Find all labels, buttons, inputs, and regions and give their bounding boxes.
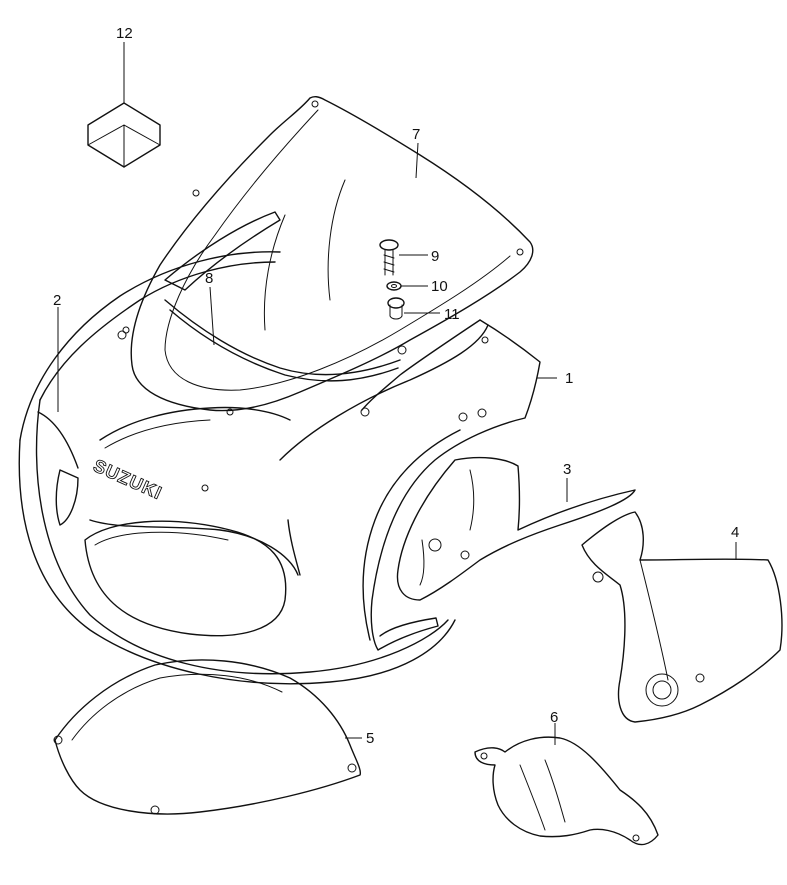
callout-11: 11 xyxy=(444,306,460,323)
callout-12: 12 xyxy=(116,25,133,42)
part-3-inner-duct xyxy=(396,456,636,601)
callout-2: 2 xyxy=(53,292,61,309)
callout-7: 7 xyxy=(412,126,420,143)
suzuki-logo-text: SUZUKI xyxy=(90,455,165,503)
callout-4: 4 xyxy=(731,524,739,541)
part-8-inner-trim xyxy=(164,211,407,382)
part-12-label-box xyxy=(87,102,161,168)
callout-9: 9 xyxy=(431,248,439,265)
part-11-grommet xyxy=(387,297,405,320)
callout-1: 1 xyxy=(565,370,573,387)
callout-10: 10 xyxy=(431,278,448,295)
callout-labels: 12 7 9 8 10 2 11 1 3 4 6 5 xyxy=(53,25,739,747)
callout-6: 6 xyxy=(550,709,558,726)
part-9-screw xyxy=(379,239,399,276)
leader-lines xyxy=(57,42,737,745)
part-10-washer xyxy=(386,281,402,291)
callout-5: 5 xyxy=(366,730,374,747)
part-2-upper-cowling xyxy=(18,251,489,685)
callout-3: 3 xyxy=(563,461,571,478)
part-1-side-panel xyxy=(361,319,541,651)
part-5-under-cowl xyxy=(53,659,362,815)
callout-8: 8 xyxy=(205,270,213,287)
part-7-windscreen xyxy=(122,95,534,416)
part-4-inner-cowl xyxy=(581,511,783,723)
part-6-small-bracket xyxy=(474,736,659,846)
